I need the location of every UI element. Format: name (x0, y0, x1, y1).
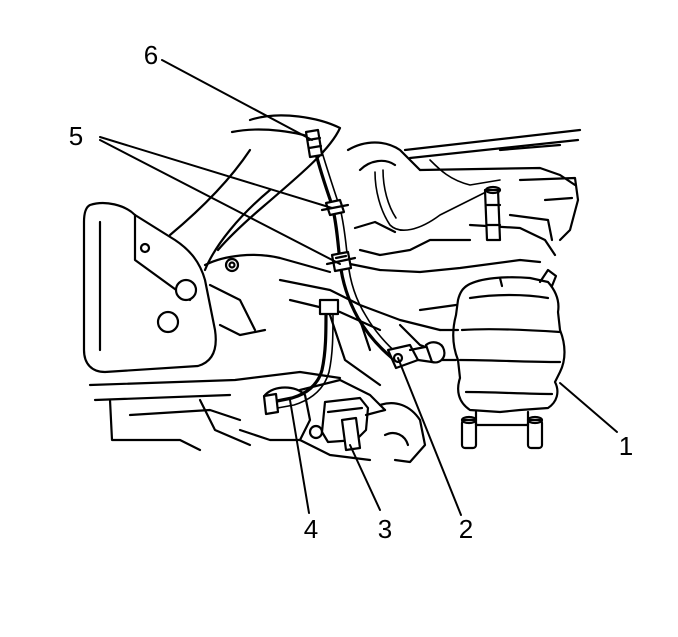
leader-5b (99, 139, 341, 265)
brake-hose (262, 298, 340, 416)
callout-labels: 1 2 3 4 5 6 (69, 40, 633, 544)
callout-3: 3 (378, 514, 392, 544)
callout-5: 5 (69, 121, 83, 151)
leader-1 (559, 382, 618, 433)
leader-2 (397, 357, 462, 516)
leader-3 (349, 444, 381, 511)
callout-6: 6 (144, 40, 158, 70)
mounting-bolt-bracket (308, 396, 387, 452)
callout-4: 4 (304, 514, 318, 544)
brake-caliper (418, 268, 566, 450)
leader-6 (161, 59, 313, 141)
wheel-speed-sensor-harness (304, 128, 446, 370)
leader-4 (289, 399, 310, 514)
callout-leaders (99, 59, 618, 516)
leader-5a (99, 136, 333, 209)
callout-1: 1 (619, 431, 633, 461)
callout-2: 2 (459, 514, 473, 544)
